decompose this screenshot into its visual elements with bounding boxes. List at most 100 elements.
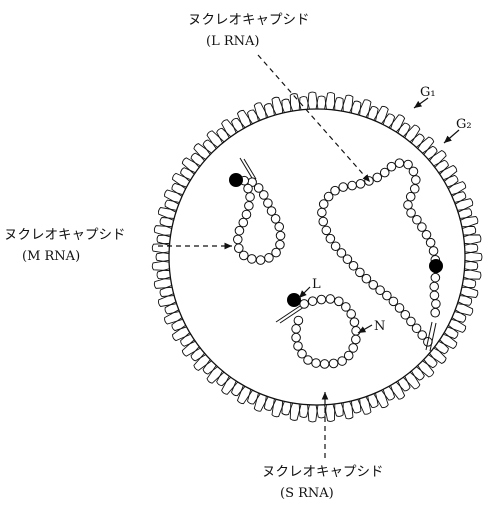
s-rna-bead (294, 342, 303, 351)
glycoprotein-spike (447, 318, 465, 333)
l-rna-bead (395, 159, 404, 168)
l-rna-bead (431, 273, 440, 282)
s-rna-bead (329, 359, 338, 368)
l-rna-bead (409, 167, 418, 176)
glycoprotein-spike (165, 302, 179, 314)
l-rna-polymerase (429, 259, 443, 273)
l-rna-bead (318, 208, 327, 217)
glycoprotein-spike (237, 385, 252, 403)
m-rna-bead (239, 218, 248, 227)
m-rna-bead (246, 193, 255, 202)
glycoprotein-spike (389, 115, 405, 133)
glycoprotein-spike (232, 381, 246, 396)
s-rna-bead (292, 325, 301, 334)
m-rna-bead (275, 222, 284, 231)
m-rna-bead (235, 226, 244, 235)
s-rna-bead (292, 333, 301, 342)
n-protein-label: N (374, 319, 385, 334)
glycoprotein-spike (451, 192, 466, 205)
m-rna-nucleocapsid (229, 158, 285, 264)
s-rna-bead (347, 310, 356, 319)
l-rna-bead (432, 300, 441, 309)
m-rna-bead (245, 201, 254, 210)
glycoprotein-spike (447, 182, 465, 197)
l-rna-bead (322, 226, 331, 235)
glycoprotein-spike (181, 333, 196, 347)
glycoprotein-spike (173, 325, 191, 340)
m-rna-bead (233, 235, 242, 244)
glycoprotein-spike (396, 376, 410, 391)
l-rna-bead (356, 180, 365, 189)
glycoprotein-spike (434, 160, 449, 174)
m-rna-bead (256, 256, 265, 265)
m-rna-bead (264, 199, 273, 208)
s-rna-bead (350, 318, 359, 327)
glycoprotein-spike (434, 340, 449, 354)
s-rna-bead (308, 297, 317, 306)
glycoprotein-spike (366, 393, 378, 407)
s-rna-bead (326, 295, 335, 304)
l-rna-bead (331, 242, 340, 251)
l-rna-bead (430, 291, 439, 300)
m-rna-bead (235, 244, 244, 253)
m-rna-bead (259, 191, 268, 200)
g2-glycoprotein-label: G₂ (456, 117, 472, 132)
glycoprotein-spike (217, 128, 231, 143)
s-rna-bead (352, 335, 361, 344)
l-rna-bead (319, 200, 328, 209)
s-rna-bead (298, 349, 307, 358)
glycoprotein-spike (237, 110, 252, 128)
l-rna-bead (339, 183, 348, 192)
s-rna-bead (349, 344, 358, 353)
glycoprotein-spike (396, 123, 410, 138)
glycoprotein-spike (381, 114, 394, 129)
top-nucleocapsid-label: ヌクレオキャプシド (188, 12, 310, 28)
m-rna-bead (267, 207, 276, 216)
m-rna-bead (265, 254, 274, 263)
l-rna-bead (412, 176, 421, 185)
g1-glycoprotein-label: G₁ (420, 85, 436, 100)
glycoprotein-spike (232, 118, 246, 133)
l-rna-bead (406, 192, 415, 201)
glycoprotein-spike (366, 107, 378, 121)
l-protein-label: L (312, 277, 321, 292)
s-rna-bead (320, 360, 329, 369)
m-rna-strand-end (240, 158, 252, 178)
glycoprotein-spike (443, 175, 458, 188)
bottom-s-rna-label: (S RNA) (280, 486, 334, 501)
nucleocapsids (229, 158, 443, 368)
glycoprotein-spike (439, 165, 457, 181)
l-rna-bead (426, 238, 435, 247)
m-rna-bead (242, 210, 251, 219)
m-rna-bead (271, 215, 280, 224)
l-rna-bead (429, 247, 438, 256)
glycoprotein-spike (173, 173, 191, 188)
glycoprotein-spike (439, 333, 457, 349)
l-rna-bead (356, 268, 365, 277)
s-rna-bead (317, 295, 326, 304)
l-rna-bead (422, 230, 431, 239)
s-rna-bead (312, 359, 321, 368)
s-rna-polymerase (287, 293, 301, 307)
left-m-rna-label: (M RNA) (22, 249, 80, 264)
l-rna-bead (418, 223, 427, 232)
l-rna-bead (407, 209, 416, 218)
l-rna-bead (369, 281, 378, 290)
glycoprotein-spike (165, 200, 179, 212)
m-rna-polymerase (229, 173, 243, 187)
l-rna-bead (331, 186, 340, 195)
m-rna-bead (276, 231, 285, 240)
glycoprotein-spike (381, 385, 394, 400)
m-rna-bead (276, 240, 285, 249)
s-rna-bead (300, 300, 309, 309)
l-rna-bead (326, 234, 335, 243)
l-rna-bead (410, 184, 419, 193)
glycoprotein-spike (181, 168, 196, 182)
l-rna-bead (404, 201, 413, 210)
l-rna-arrow (258, 55, 370, 182)
s-rna-bead (294, 316, 303, 325)
left-nucleocapsid-label: ヌクレオキャプシド (4, 227, 126, 243)
l-rna-bead (430, 282, 439, 291)
m-rna-strand-end (244, 159, 256, 179)
s-rna-nucleocapsid (276, 293, 360, 368)
